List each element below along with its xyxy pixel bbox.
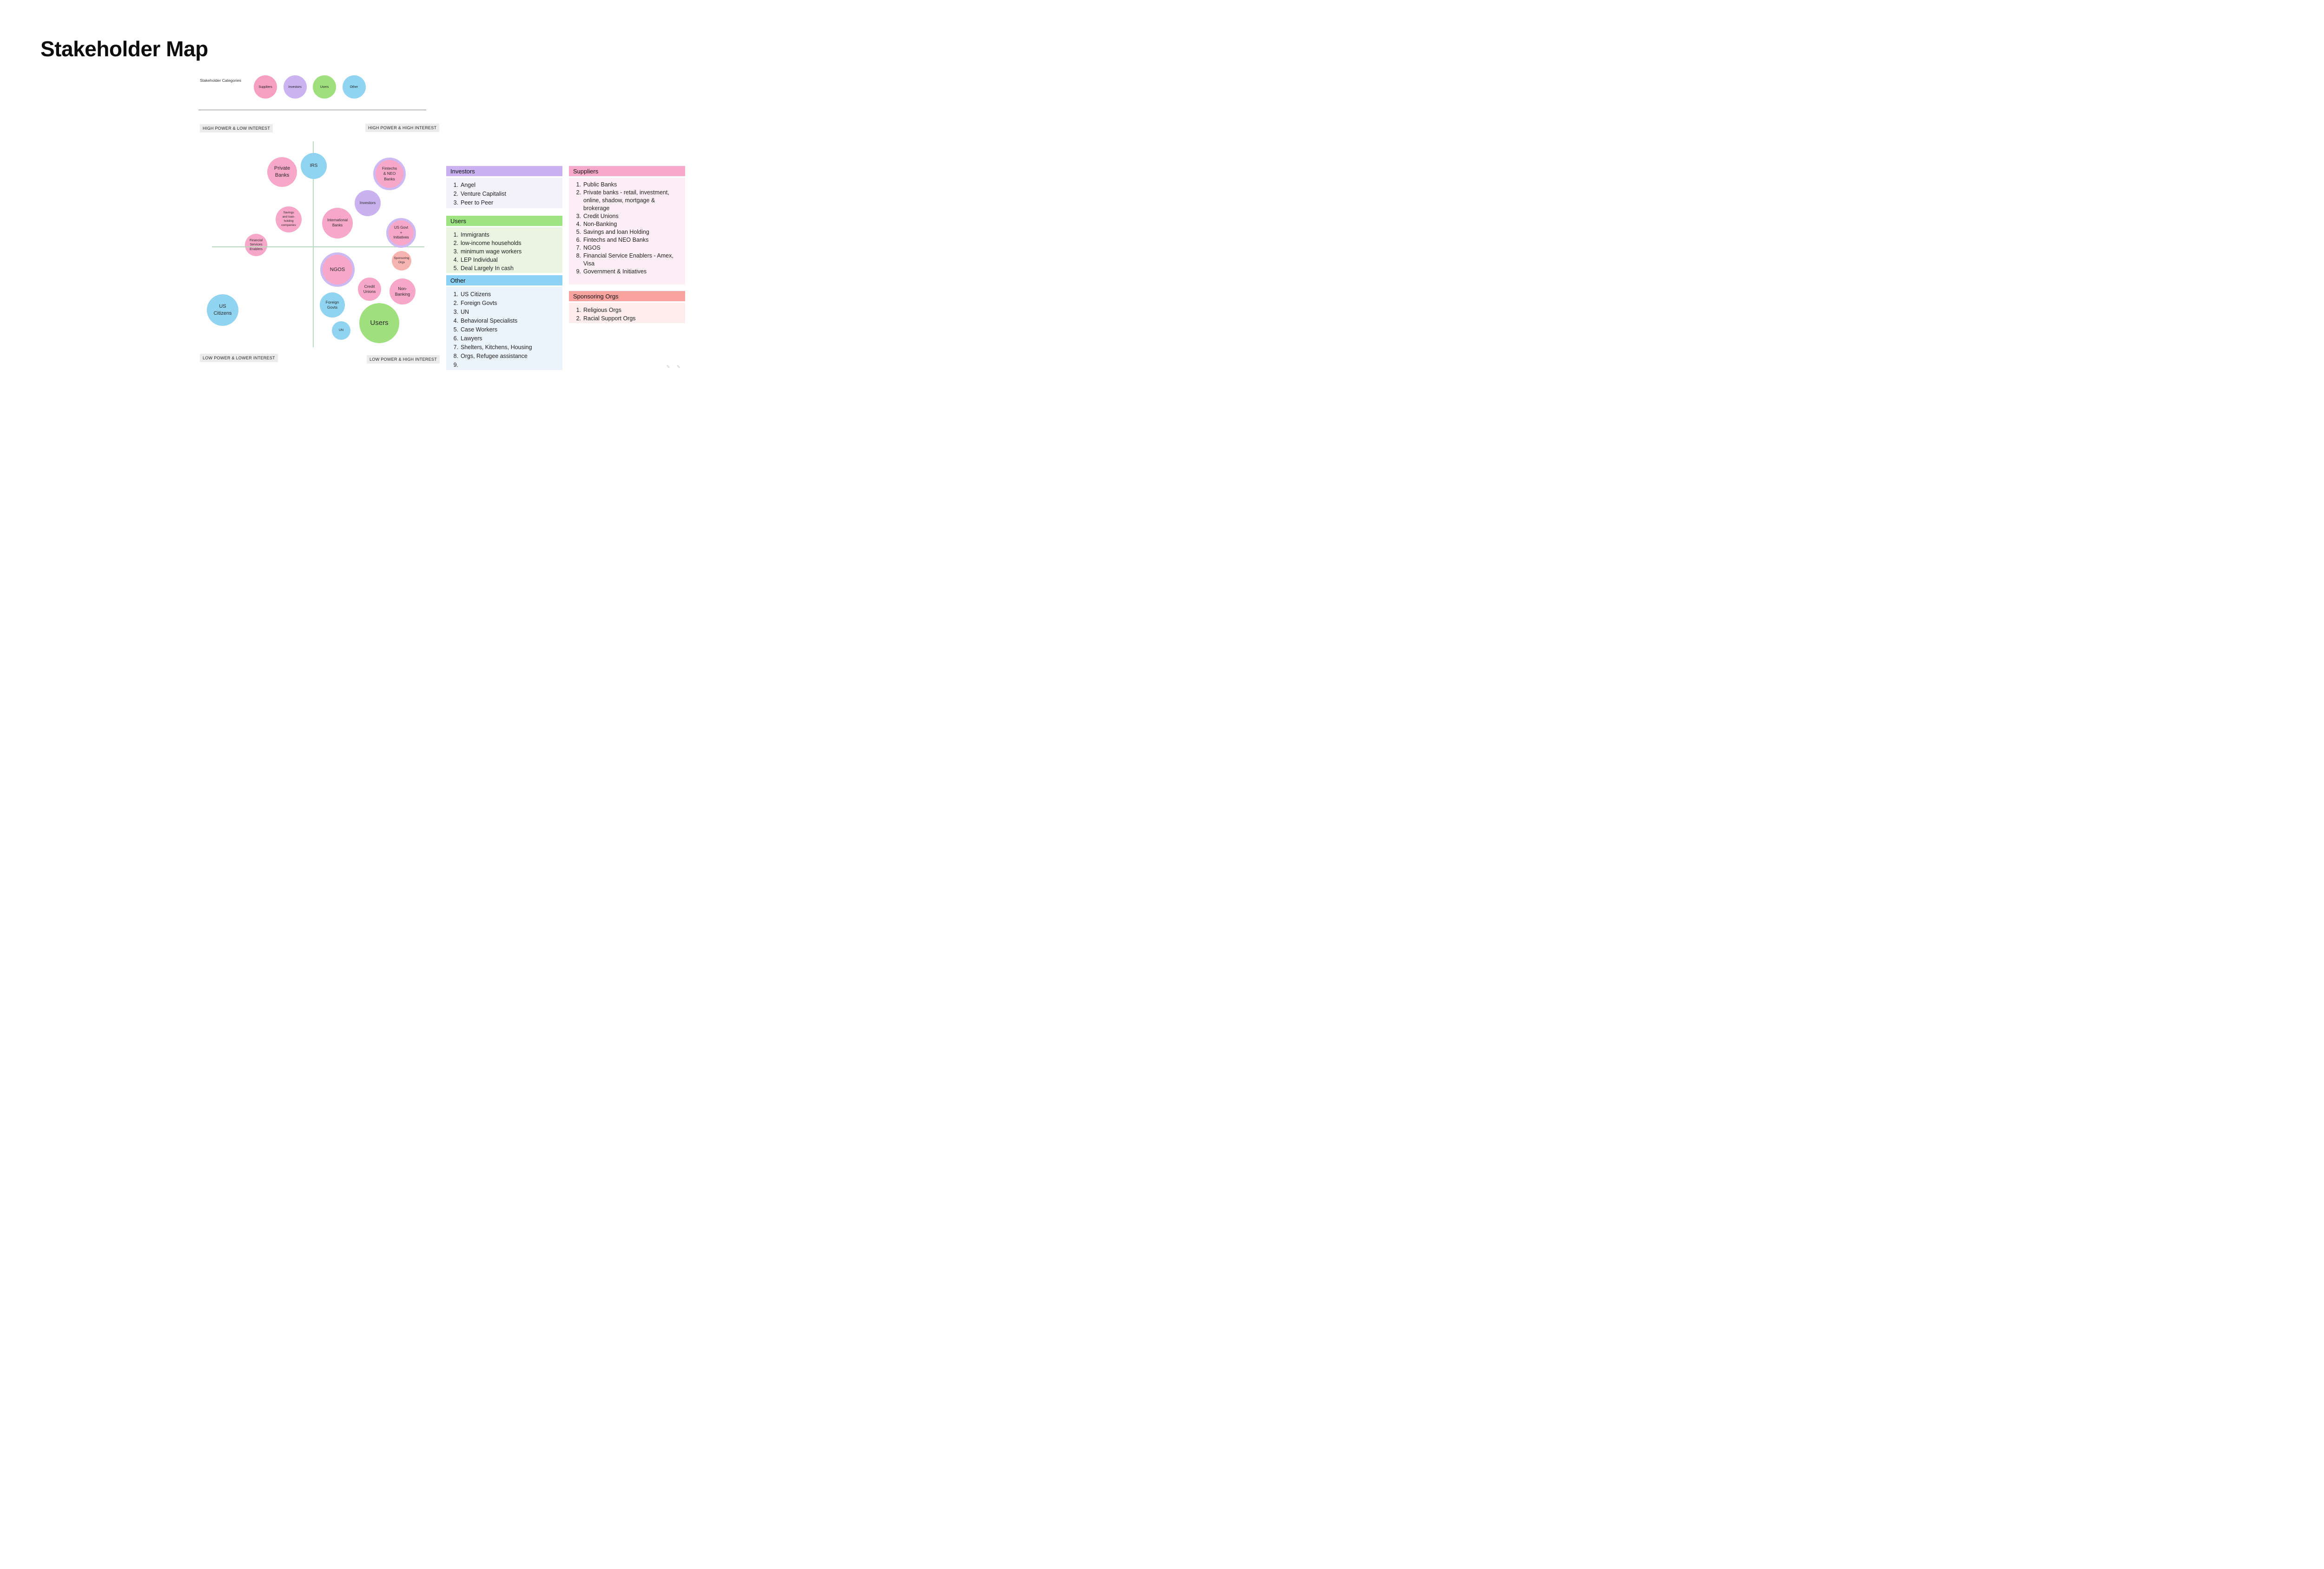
list-item: 2.low-income households [453, 240, 522, 246]
legend-category-investors[interactable]: Investors [283, 75, 307, 99]
list-item: 1.Immigrants [453, 232, 489, 238]
list-item: 8.Orgs, Refugee assistance [453, 353, 528, 359]
panel-other-body: 1.US Citizens 2.Foreign Govts 3.UN 4.Behavi… [446, 287, 562, 370]
bubble-savings-loan-holding[interactable]: Savings and loan- holding companies [276, 206, 302, 232]
list-item: 2.Foreign Govts [453, 300, 497, 306]
bubble-us-citizens[interactable]: US Citizens [207, 294, 238, 326]
list-item: 2.Private banks - retail, investment, on… [576, 189, 669, 212]
list-item: 7.Shelters, Kitchens, Housing [453, 344, 532, 351]
pencil-cursor-icon: ✎ ✎ [667, 364, 683, 369]
panel-users-body: 1.Immigrants 2.low-income households 3.min… [446, 227, 562, 273]
power-axis-line [313, 141, 314, 347]
panel-investors[interactable]: Investors 1.Angel 2.Venture Capitalist 3.Pe… [446, 166, 562, 208]
panel-sponsoring-title: Sponsoring Orgs [569, 291, 685, 301]
list-item: 3.Credit Unions [576, 213, 619, 219]
list-item: 8.Financial Service Enablers - Amex, Vis… [576, 252, 673, 267]
list-item: 9. [453, 362, 458, 368]
bubble-financial-services-enablers[interactable]: Financial Services Enablers [245, 234, 267, 256]
bubble-credit-unions[interactable]: Credit Unions [358, 278, 381, 301]
bubble-foreign-govts[interactable]: Foreign Govts [320, 292, 345, 318]
bubble-international-banks[interactable]: International Banks [322, 208, 353, 238]
bubble-irs[interactable]: IRS [301, 153, 327, 179]
list-item: 5.Deal Largely In cash [453, 265, 514, 271]
list-item: 5.Case Workers [453, 326, 497, 333]
list-item: 1.Public Banks [576, 181, 617, 188]
quadrant-label-low-power-lower-interest: LOW POWER & LOWER INTEREST [200, 354, 278, 362]
panel-users-title: Users [446, 216, 562, 226]
bubble-us-govt-initiatives[interactable]: US Govt + Initiatives [386, 218, 416, 248]
list-item: 9.Government & Initiatives [576, 268, 647, 275]
legend-category-suppliers[interactable]: Suppliers [254, 75, 277, 99]
page-title: Stakeholder Map [40, 37, 208, 61]
list-item: 1.Angel [453, 182, 475, 188]
list-item: 2.Venture Capitalist [453, 191, 506, 197]
panel-other[interactable]: Other 1.US Citizens 2.Foreign Govts 3.UN 4.B… [446, 275, 562, 370]
bubble-fintechs-neo-banks[interactable]: Fintechs & NEO Banks [373, 158, 406, 190]
list-item: 4.LEP Individual [453, 257, 498, 263]
legend-category-users[interactable]: Users [313, 75, 336, 99]
legend-category-other[interactable]: Other [342, 75, 366, 99]
bubble-private-banks[interactable]: Private Banks [267, 157, 297, 187]
quadrant-label-low-power-high-interest: LOW POWER & HIGH INTEREST [367, 355, 440, 364]
bubble-ngos[interactable]: NGOS [320, 252, 355, 287]
panel-other-title: Other [446, 275, 562, 285]
quadrant-label-high-power-low-interest: HIGH POWER & LOW INTEREST [200, 124, 273, 132]
list-item: 6.Fintechs and NEO Banks [576, 237, 649, 243]
bubble-users[interactable]: Users [359, 303, 399, 343]
panel-sponsoring[interactable]: Sponsoring Orgs 1.Religious Orgs 2.Racial … [569, 291, 685, 323]
bubble-un[interactable]: UN [332, 321, 350, 340]
list-item: 4.Behavioral Specialists [453, 318, 518, 324]
list-item: 4.Non-Banking [576, 221, 617, 227]
list-item: 3.UN [453, 309, 469, 315]
panel-suppliers-title: Suppliers [569, 166, 685, 176]
list-item: 5.Savings and loan Holding [576, 229, 649, 235]
list-item: 7.NGOS [576, 245, 601, 251]
list-item: 1.Religious Orgs [576, 307, 621, 313]
list-item: 1.US Citizens [453, 291, 491, 298]
list-item: 3.minimum wage workers [453, 248, 522, 255]
panel-users[interactable]: Users 1.Immigrants 2.low-income households… [446, 216, 562, 273]
list-item: 3.Peer to Peer [453, 199, 494, 206]
stakeholder-map-board: Stakeholder Map Stakeholder Categories S… [0, 0, 697, 392]
panel-investors-title: Investors [446, 166, 562, 176]
quadrant-label-high-power-high-interest: HIGH POWER & HIGH INTEREST [365, 124, 440, 132]
list-item: 2.Racial Support Orgs [576, 315, 636, 322]
bubble-investors[interactable]: Investors [355, 190, 381, 216]
legend-label: Stakeholder Categories [200, 78, 241, 83]
interest-axis-line [212, 246, 424, 247]
bubble-non-banking[interactable]: Non- Banking [390, 278, 416, 305]
panel-sponsoring-body: 1.Religious Orgs 2.Racial Support Orgs [569, 303, 685, 323]
list-item: 6.Lawyers [453, 335, 482, 342]
bubble-sponsoring-orgs[interactable]: Sponsoring Orgs [392, 251, 411, 271]
panel-investors-body: 1.Angel 2.Venture Capitalist 3.Peer to Pee… [446, 178, 562, 208]
